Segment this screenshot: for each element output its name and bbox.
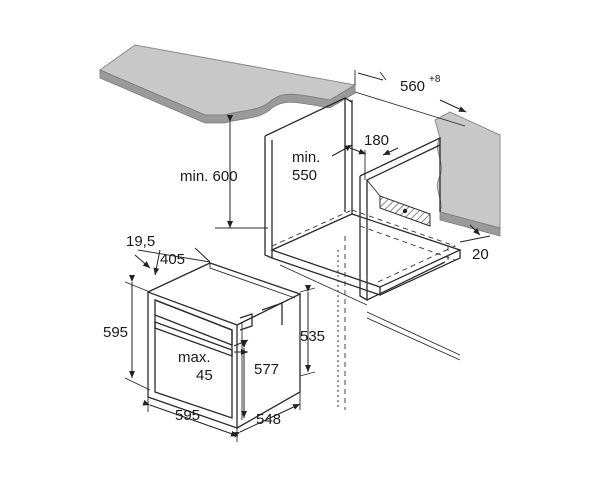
label-595-height: 595 [103,324,128,341]
dimension-lines [124,70,491,442]
label-548: 548 [256,411,281,428]
label-min-550-line1: min. [292,149,320,166]
label-560: 560 [400,78,425,95]
cabinet-niche [264,97,462,410]
label-min-550-line2: 550 [292,167,317,184]
label-max-45-line2: 45 [196,367,213,384]
label-20: 20 [472,246,489,263]
label-577: 577 [254,361,279,378]
label-max-45-line1: max. [178,349,211,366]
countertop-left [98,44,357,124]
label-535: 535 [300,328,325,345]
label-405: 405 [160,251,185,268]
label-560-tolerance: +8 [429,74,441,85]
dimension-labels: min. 600 min. 550 180 560 +8 20 19,5 405… [103,74,489,428]
label-595-width: 595 [175,407,200,424]
label-180: 180 [364,132,389,149]
label-19-5: 19,5 [126,233,155,250]
countertop-right [434,111,501,237]
label-min-600: min. 600 [180,168,238,185]
oven-unit [147,262,302,429]
